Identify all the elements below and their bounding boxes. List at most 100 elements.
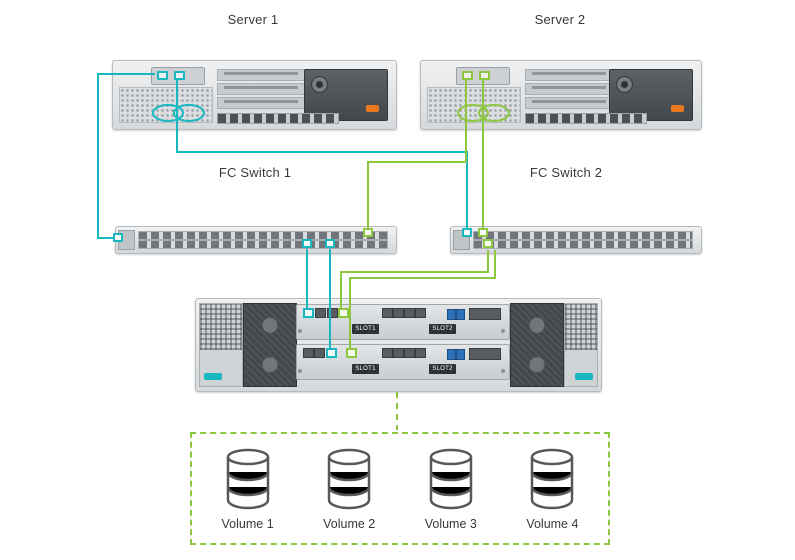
sfp-port	[382, 348, 393, 358]
sfp-port	[382, 308, 393, 318]
switch1-port-teal-icon	[113, 233, 123, 242]
slot-label: SLOT2	[429, 364, 456, 374]
psu-latch	[366, 105, 379, 112]
fc-port-green-icon	[338, 308, 349, 318]
volume-label: Volume 4	[526, 517, 579, 531]
switch1-port-teal-icon	[325, 239, 335, 248]
cylinder-separator	[226, 471, 269, 482]
volume-label: Volume 3	[424, 517, 477, 531]
volume-item: Volume 3	[405, 447, 497, 531]
power-supply-unit	[609, 69, 693, 121]
switch1-port-green-icon	[363, 228, 373, 237]
pcie-riser-slot	[525, 83, 613, 95]
server2-label: Server 2	[534, 12, 586, 27]
volume-label: Volume 2	[323, 517, 376, 531]
sfp-port	[404, 308, 415, 318]
fc-switch1-label: FC Switch 1	[218, 165, 292, 180]
sfp-port	[404, 348, 415, 358]
psu-handle	[575, 373, 593, 380]
screw-icon	[298, 329, 302, 333]
fc-switch-1	[115, 226, 397, 254]
storage-controller-2: SLOT1 SLOT2	[296, 344, 510, 380]
fc-port-icon	[479, 71, 490, 80]
cylinder-separator	[531, 471, 574, 482]
storage-psu-left	[199, 303, 243, 387]
pcie-riser-slot	[525, 97, 613, 109]
switch2-port-green-icon	[478, 228, 488, 237]
sfp-port	[327, 308, 338, 318]
pcie-riser-slot	[217, 69, 305, 81]
sfp-port	[393, 308, 404, 318]
mgmt-port	[469, 348, 501, 360]
switch-port-row	[138, 231, 388, 240]
server-2-rear	[420, 60, 702, 130]
sfp-port	[415, 348, 426, 358]
cylinder-separator	[226, 486, 269, 497]
switch-port-row	[473, 240, 693, 249]
screw-icon	[298, 369, 302, 373]
volume-item: Volume 2	[303, 447, 395, 531]
sfp-port	[415, 308, 426, 318]
slot-label: SLOT1	[352, 364, 379, 374]
fc-port-icon	[157, 71, 168, 80]
fc-port-green-icon	[346, 348, 357, 358]
server-1-rear	[112, 60, 397, 130]
fc-port-teal-icon	[303, 308, 314, 318]
database-icon	[429, 448, 473, 510]
database-icon	[327, 448, 371, 510]
volume-item: Volume 4	[506, 447, 598, 531]
cylinder-top	[429, 448, 473, 466]
fc-hba-card	[151, 67, 205, 85]
switch2-port-green-icon	[483, 239, 493, 248]
io-port-row	[217, 113, 339, 124]
cylinder-top	[531, 448, 574, 466]
cylinder-top	[327, 448, 371, 466]
volume-item: Volume 1	[202, 447, 294, 531]
switch1-port-teal-icon	[302, 239, 312, 248]
cylinder-separator	[429, 471, 473, 482]
server-vent-grille	[119, 87, 213, 123]
pcie-riser-slot	[217, 83, 305, 95]
switch-port-row	[138, 240, 388, 249]
psu-fan-icon	[311, 76, 328, 93]
cylinder-top	[226, 448, 269, 466]
fc-port-icon	[462, 71, 473, 80]
cylinder-separator	[327, 471, 371, 482]
screw-icon	[501, 329, 505, 333]
screw-icon	[501, 369, 505, 373]
fc-switch2-label: FC Switch 2	[529, 165, 603, 180]
usb-port	[456, 309, 465, 320]
sfp-port	[315, 308, 326, 318]
fan-module-left	[243, 303, 297, 387]
fan-module-right	[510, 303, 564, 387]
fc-port-teal-icon	[326, 348, 337, 358]
psu-fan-icon	[616, 76, 633, 93]
pcie-riser-slot	[525, 69, 613, 81]
fc-hba-card	[456, 67, 510, 85]
volume-pool-box: Volume 1 Volume 2 Volume 3	[190, 432, 610, 545]
database-icon	[226, 448, 269, 510]
mgmt-port	[469, 308, 501, 320]
usb-port	[447, 309, 456, 320]
switch2-port-teal-icon	[462, 228, 472, 237]
slot-label: SLOT1	[352, 324, 379, 334]
storage-psu-right	[564, 303, 598, 387]
volume-label: Volume 1	[221, 517, 274, 531]
slot-label: SLOT2	[429, 324, 456, 334]
cylinder-separator	[531, 486, 574, 497]
sfp-port	[303, 348, 314, 358]
psu-latch	[671, 105, 684, 112]
server1-label: Server 1	[227, 12, 279, 27]
database-icon	[531, 448, 574, 510]
pcie-riser-slot	[217, 97, 305, 109]
psu-handle	[204, 373, 222, 380]
usb-port	[456, 349, 465, 360]
sfp-port	[314, 348, 325, 358]
storage-array-rear: SLOT1 SLOT2 SLOT1 SLOT2	[195, 298, 602, 392]
storage-controller-1: SLOT1 SLOT2	[296, 304, 510, 340]
switch-port-row	[473, 231, 693, 240]
server-vent-grille	[427, 87, 521, 123]
cylinder-separator	[327, 486, 371, 497]
usb-port	[447, 349, 456, 360]
